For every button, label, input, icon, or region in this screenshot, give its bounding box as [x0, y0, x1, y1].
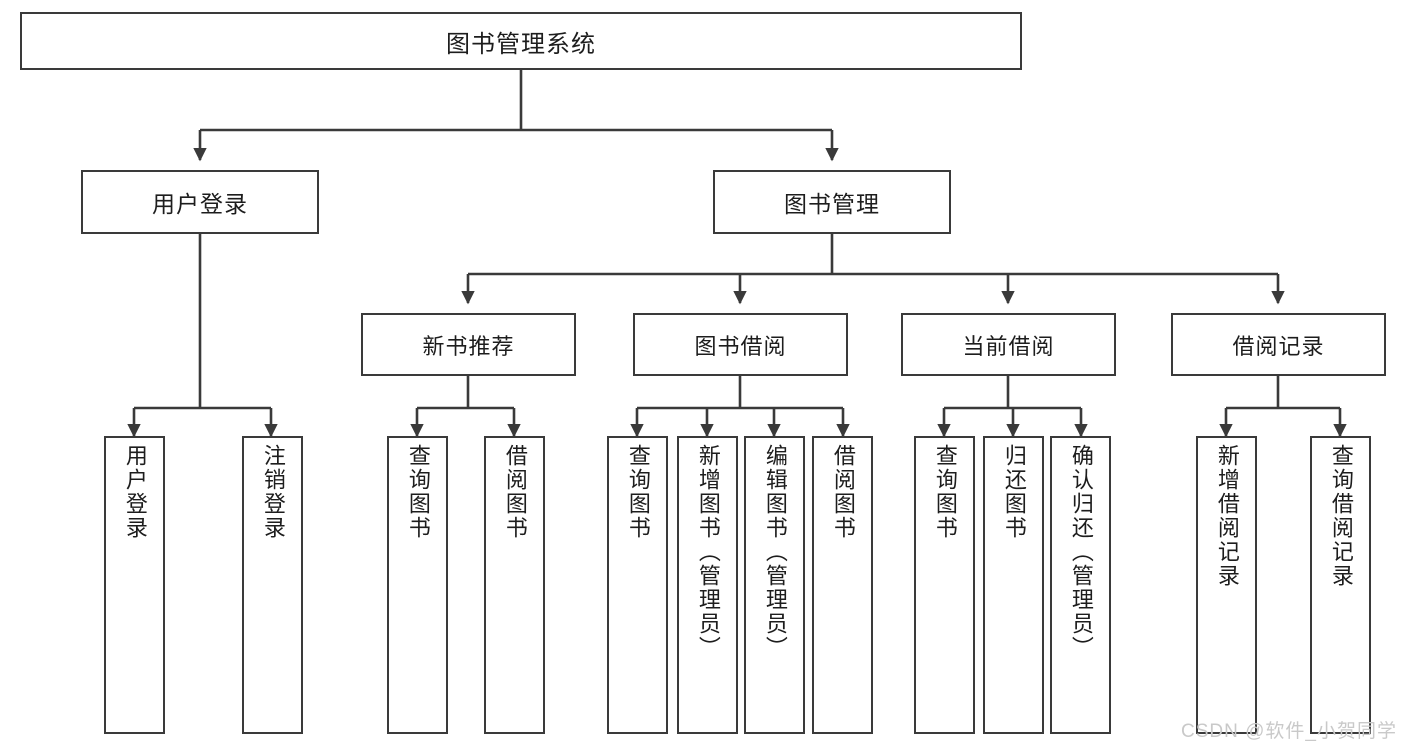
leaf-label: 查询图书 [405, 444, 431, 540]
leaf-label: 新增图书（管理员） [695, 444, 721, 660]
node-root-label: 图书管理系统 [446, 30, 596, 58]
node-root[interactable]: 图书管理系统 [20, 12, 1022, 70]
node-borrow-record-label: 借阅记录 [1232, 333, 1325, 359]
leaf-new-book-borrow-book[interactable]: 借阅图书 [484, 436, 545, 734]
leaf-label: 归还图书 [1001, 444, 1027, 540]
leaf-borrow-record-query-record[interactable]: 查询借阅记录 [1310, 436, 1371, 734]
leaf-label: 新增借阅记录 [1214, 444, 1240, 588]
node-book-management[interactable]: 图书管理 [713, 170, 951, 234]
leaf-label: 查询图书 [932, 444, 958, 540]
leaf-book-borrow-query-book[interactable]: 查询图书 [607, 436, 668, 734]
node-new-book-recommend[interactable]: 新书推荐 [361, 313, 576, 376]
leaf-label: 注销登录 [260, 444, 286, 540]
leaf-current-borrow-return-book[interactable]: 归还图书 [983, 436, 1044, 734]
leaf-label: 用户登录 [122, 444, 148, 540]
leaf-user-login-login[interactable]: 用户登录 [104, 436, 165, 734]
leaf-label: 确认归还（管理员） [1068, 444, 1094, 660]
node-user-login[interactable]: 用户登录 [81, 170, 319, 234]
leaf-label: 借阅图书 [830, 444, 856, 540]
node-current-borrow-label: 当前借阅 [962, 333, 1055, 359]
leaf-user-login-logout[interactable]: 注销登录 [242, 436, 303, 734]
leaf-borrow-record-add-record[interactable]: 新增借阅记录 [1196, 436, 1257, 734]
leaf-book-borrow-add-book[interactable]: 新增图书（管理员） [677, 436, 738, 734]
node-book-management-label: 图书管理 [784, 191, 880, 217]
leaf-new-book-query-book[interactable]: 查询图书 [387, 436, 448, 734]
node-book-borrow[interactable]: 图书借阅 [633, 313, 848, 376]
node-new-book-recommend-label: 新书推荐 [422, 333, 515, 359]
node-book-borrow-label: 图书借阅 [694, 333, 787, 359]
leaf-label: 查询图书 [625, 444, 651, 540]
leaf-label: 借阅图书 [502, 444, 528, 540]
leaf-book-borrow-edit-book[interactable]: 编辑图书（管理员） [744, 436, 805, 734]
leaf-label: 查询借阅记录 [1328, 444, 1354, 588]
node-borrow-record[interactable]: 借阅记录 [1171, 313, 1386, 376]
leaf-book-borrow-borrow-book[interactable]: 借阅图书 [812, 436, 873, 734]
watermark: CSDN @软件_小贺同学 [1181, 721, 1397, 742]
node-user-login-label: 用户登录 [152, 191, 248, 217]
leaf-current-borrow-query-book[interactable]: 查询图书 [914, 436, 975, 734]
leaf-label: 编辑图书（管理员） [762, 444, 788, 660]
leaf-current-borrow-confirm-return[interactable]: 确认归还（管理员） [1050, 436, 1111, 734]
node-current-borrow[interactable]: 当前借阅 [901, 313, 1116, 376]
